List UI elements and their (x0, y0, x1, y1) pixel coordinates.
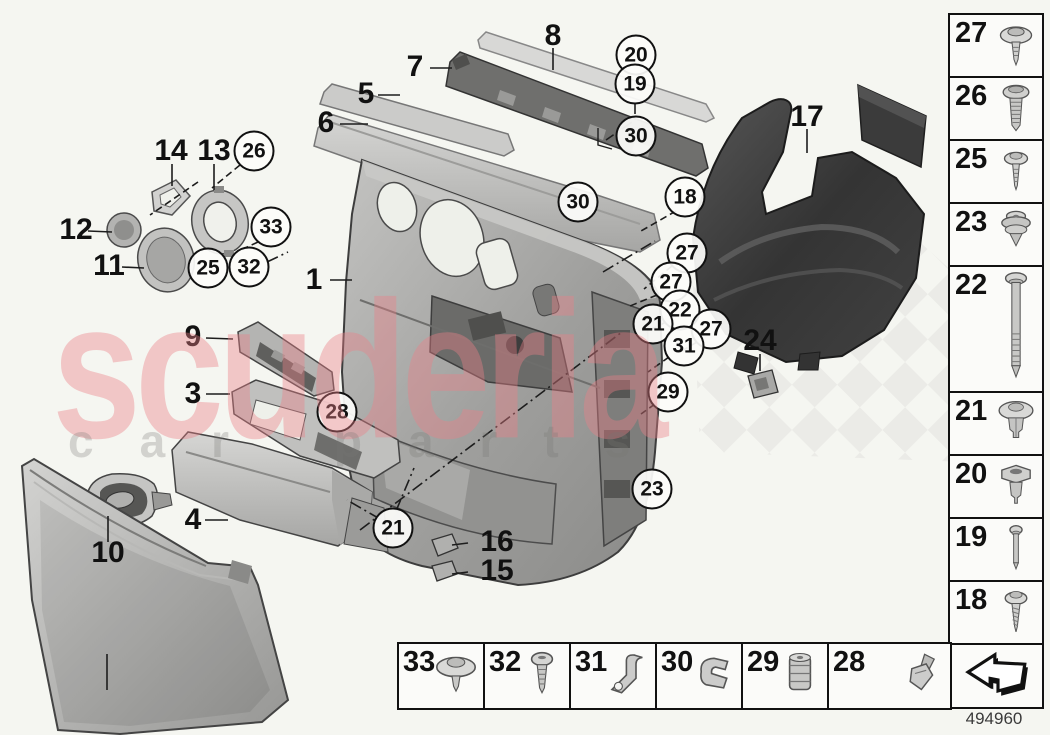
part-24-clip (747, 369, 779, 399)
clip-large-flange-icon (993, 397, 1039, 451)
part-16-clip (431, 533, 459, 557)
part-1-door-panel (340, 158, 664, 587)
legend-number: 20 (955, 458, 988, 490)
part-number-label-11: 11 (93, 249, 125, 282)
nut-hex-grommet-icon (993, 460, 1039, 514)
rivet-grommet-icon (993, 208, 1039, 262)
part-12-tweeter-cap (106, 212, 142, 248)
part-8-strip (477, 31, 716, 123)
legend-number: 19 (955, 521, 988, 553)
fastener-callout-27: 27 (650, 261, 692, 303)
legend-number: 28 (833, 646, 866, 678)
legend-number: 33 (403, 646, 436, 678)
fastener-callout-18: 18 (664, 176, 706, 218)
sidebar-legend-cell-21: 21 (950, 391, 1042, 454)
part-number-label-12: 12 (59, 213, 93, 246)
bottom-legend-cell-31: 31 (569, 644, 655, 708)
bottom-legend-cell-28: 28 (827, 644, 950, 708)
legend-number: 18 (955, 584, 988, 616)
spring-clip-icon (690, 648, 738, 705)
sidebar-legend-cell-25: 25 (950, 139, 1042, 202)
bottom-legend-cell-32: 32 (483, 644, 569, 708)
fastener-callout-28: 28 (316, 391, 358, 433)
door-pocket-trim (20, 457, 290, 735)
part-number-label-24: 24 (743, 324, 777, 357)
part-number-label-4: 4 (184, 503, 202, 536)
fastener-callout-25: 25 (187, 247, 229, 289)
screw-washer-med-icon (993, 145, 1039, 199)
part-number-label-1: 1 (305, 263, 323, 296)
sidebar-legend-cell-26: 26 (950, 76, 1042, 139)
fastener-legend-sidebar: 27 26 25 23 22 21 20 19 18 (948, 13, 1044, 709)
part-number-label-16: 16 (480, 525, 514, 558)
bottom-legend-cell-29: 29 (741, 644, 827, 708)
fastener-callout-33: 33 (250, 206, 292, 248)
fastener-callout-29: 29 (647, 371, 689, 413)
fastener-callout-21: 21 (372, 507, 414, 549)
bracket-clip-icon (604, 648, 652, 705)
fastener-callout-23: 23 (631, 468, 673, 510)
part-number-label-5: 5 (357, 77, 375, 110)
part-number-label-8: 8 (544, 19, 562, 52)
part-number-label-13: 13 (197, 134, 231, 167)
part-number-label-3: 3 (184, 377, 202, 410)
nav-arrow-cell (950, 643, 1042, 707)
fastener-callout-30: 30 (615, 115, 657, 157)
pin-screw-icon (993, 523, 1039, 577)
sidebar-legend-cell-22: 22 (950, 265, 1042, 391)
part-9-switch-panel (237, 321, 335, 397)
legend-number: 29 (747, 646, 780, 678)
fastener-callout-21: 21 (632, 303, 674, 345)
doc-number: 494960 (965, 709, 1023, 728)
part-number-label-9: 9 (184, 320, 202, 353)
fastener-callout-30: 30 (557, 181, 599, 223)
screw-machine-icon (518, 648, 566, 705)
part-number-label-7: 7 (406, 50, 424, 83)
sidebar-legend-cell-23: 23 (950, 202, 1042, 265)
fastener-callout-26: 26 (233, 130, 275, 172)
clip-angled-icon (899, 648, 947, 705)
part-number-label-15: 15 (480, 554, 514, 587)
legend-number: 27 (955, 17, 988, 49)
sidebar-legend-cell-20: 20 (950, 454, 1042, 517)
bolt-long-icon (993, 270, 1039, 388)
leader-lines (87, 48, 808, 690)
part-11-speaker-cover (137, 227, 195, 293)
sidebar-legend-cell-19: 19 (950, 517, 1042, 580)
part-number-label-14: 14 (154, 134, 188, 167)
bottom-legend-cell-30: 30 (655, 644, 741, 708)
fastener-callout-32: 32 (228, 246, 270, 288)
legend-number: 21 (955, 395, 988, 427)
part-number-label-6: 6 (317, 106, 335, 139)
sidebar-legend-cell-27: 27 (950, 15, 1042, 76)
screw-coarse-icon (993, 586, 1039, 640)
legend-number: 22 (955, 269, 988, 301)
clip-washer-icon (432, 648, 480, 705)
screw-pan-icon (993, 82, 1039, 136)
legend-number: 30 (661, 646, 694, 678)
legend-number: 25 (955, 143, 988, 175)
screw-short-washer-icon (993, 19, 1039, 73)
part-number-label-10: 10 (91, 536, 125, 569)
barrel-grommet-icon (776, 648, 824, 705)
part-number-label-17: 17 (790, 100, 824, 133)
part-3-armrest-trim (231, 379, 401, 479)
part-17-sound-insulation (691, 83, 927, 375)
fastener-callout-31: 31 (663, 325, 705, 367)
bottom-legend-cell-33: 33 (399, 644, 483, 708)
fastener-callout-19: 19 (614, 63, 656, 105)
nav-arrow-icon (960, 650, 1036, 702)
fastener-legend-bottom-row: 33 32 31 30 29 28 (397, 642, 952, 710)
legend-number: 23 (955, 206, 988, 238)
legend-number: 32 (489, 646, 522, 678)
legend-number: 26 (955, 80, 988, 112)
part-5-bar (319, 83, 515, 157)
legend-number: 31 (575, 646, 608, 678)
sidebar-legend-cell-18: 18 (950, 580, 1042, 643)
part-13-speaker-ring (191, 186, 249, 257)
